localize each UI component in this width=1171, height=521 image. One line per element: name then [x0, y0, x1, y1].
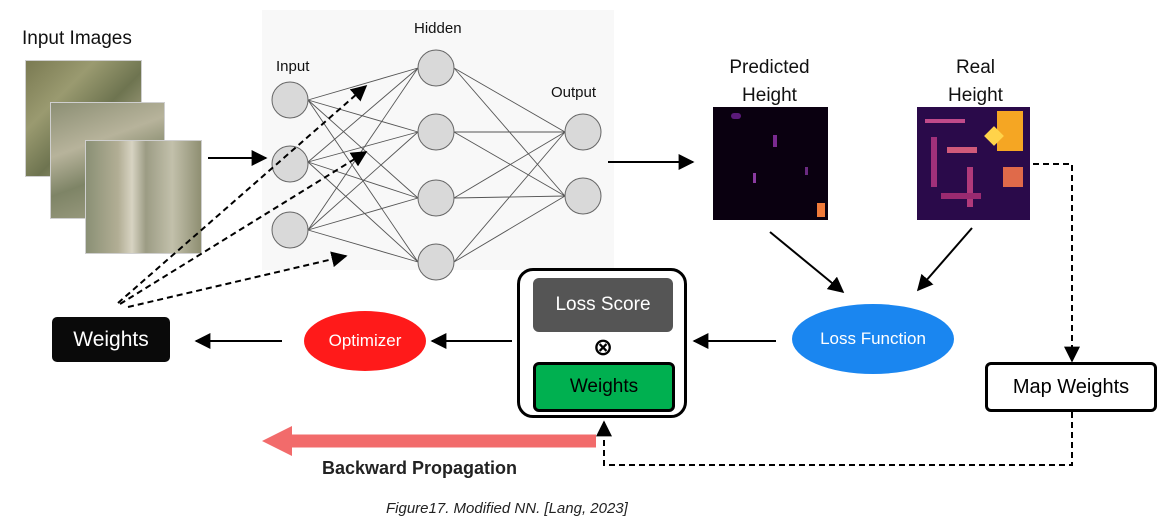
multiply-icon: ⊗: [590, 334, 616, 360]
weights-node-left: Weights: [52, 317, 170, 362]
nn-nodes: [271, 49, 602, 281]
real-height-line2: Height: [948, 85, 1003, 106]
real-height-label: Real Height: [918, 54, 1033, 110]
dashed-map-weights-to-weights-box: [596, 412, 1073, 466]
satellite-image-3: [85, 140, 202, 254]
nn-hidden-node: [417, 179, 455, 217]
arrow-predicted-to-loss: [769, 231, 845, 294]
nn-input-node: [271, 211, 309, 249]
loss-function-label: Loss Function: [820, 329, 926, 348]
nn-hidden-node: [417, 113, 455, 151]
predicted-height-map: [713, 107, 828, 220]
dashed-weights-to-nn: [117, 84, 368, 308]
weights-node-left-label: Weights: [73, 327, 149, 351]
nn-hidden-node: [417, 49, 455, 87]
weights-node-center-label: Weights: [569, 376, 639, 397]
nn-input-label: Input: [276, 58, 310, 75]
predicted-height-line1: Predicted: [729, 57, 810, 78]
optimizer-label: Optimizer: [328, 331, 402, 350]
real-height-line1: Real: [955, 57, 996, 78]
weights-node-center: Weights: [533, 362, 675, 412]
nn-output-label: Output: [551, 84, 597, 101]
figure-caption: Figure17. Modified NN. [Lang, 2023]: [386, 500, 628, 517]
optimizer-node: Optimizer: [304, 311, 426, 371]
nn-edges-input-hidden: [307, 67, 419, 263]
map-weights-node: Map Weights: [985, 362, 1157, 412]
backprop-arrow-head: [262, 426, 292, 456]
dashed-real-to-map-weights: [1033, 163, 1080, 363]
predicted-height-line2: Height: [742, 85, 797, 106]
nn-input-node: [271, 81, 309, 119]
real-height-map: [917, 107, 1030, 220]
nn-hidden-node: [417, 243, 455, 281]
backprop-label: Backward Propagation: [322, 458, 518, 478]
loss-score-label: Loss Score: [555, 294, 651, 315]
loss-function-node: Loss Function: [792, 304, 954, 374]
nn-edges-hidden-output: [453, 67, 566, 263]
nn-input-node: [271, 145, 309, 183]
loss-score-node: Loss Score: [533, 278, 673, 332]
arrow-real-to-loss: [916, 227, 973, 292]
nn-output-node: [564, 177, 602, 215]
nn-output-node: [564, 113, 602, 151]
predicted-height-label: Predicted Height: [712, 54, 827, 110]
nn-hidden-label: Hidden: [414, 20, 462, 37]
input-images-label: Input Images: [22, 28, 132, 49]
map-weights-label: Map Weights: [1012, 375, 1130, 398]
multiply-symbol: ⊗: [592, 333, 614, 361]
